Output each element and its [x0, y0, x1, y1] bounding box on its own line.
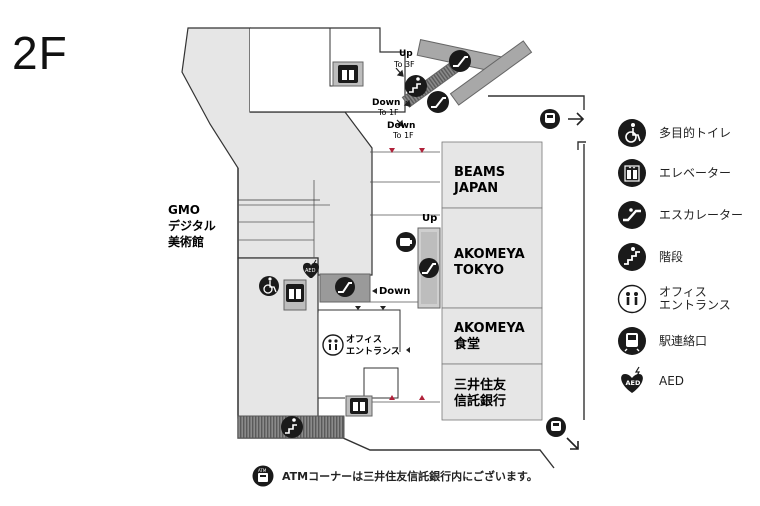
legend-label-elevator: エレベーター — [659, 165, 732, 180]
east-bracket — [577, 141, 586, 150]
footnote: ATM ATMコーナーは三井住友信託銀行内にございます。 — [252, 465, 538, 487]
legend-item-office-entrance: オフィス エントランス — [617, 284, 731, 314]
down-to-1f-b-label-line2: To 1F — [392, 131, 414, 140]
store-mitsui — [441, 363, 543, 421]
gmo-label-line2: デジタル — [168, 218, 216, 233]
legend-label-wheelchair: 多目的トイレ — [659, 125, 732, 140]
inner-door-markers — [355, 306, 410, 353]
store-akomeya-tokyo — [441, 207, 543, 309]
legend-item-wheelchair: 多目的トイレ — [617, 118, 731, 148]
door-markers — [389, 148, 425, 400]
footnote-text: ATMコーナーは三井住友信託銀行内にございます。 — [282, 470, 538, 483]
office-entrance-label-line2: エントランス — [346, 346, 400, 357]
legend-item-train: 駅連絡口 — [617, 326, 707, 356]
atm-icon-label: ATM — [258, 468, 267, 473]
train-icon — [618, 327, 646, 355]
stairs-icon — [618, 243, 646, 271]
elevator-icon — [618, 159, 646, 187]
store-akomeya-shokudo — [441, 307, 543, 365]
akomeya-shokudo-label-line1: AKOMEYA — [454, 321, 525, 336]
elevator-south-icon — [350, 398, 368, 414]
beams-label-line1: BEAMS — [454, 165, 505, 180]
building-outline-east — [488, 95, 585, 110]
up-label: Up — [422, 213, 437, 224]
north-room — [250, 27, 406, 113]
corridor-lines — [238, 151, 440, 403]
store-beams — [441, 141, 543, 209]
legend-item-elevator: エレベーター — [617, 158, 731, 188]
akomeya-tokyo-label-line1: AKOMEYA — [454, 247, 525, 262]
legend-item-aed: AED AED — [617, 366, 684, 396]
akomeya-shokudo-label-line2: 食堂 — [454, 336, 480, 352]
legend-item-stairs: 階段 — [617, 242, 683, 272]
down-label: Down — [379, 286, 411, 297]
down-to-1f-b-label-line1: Down — [387, 121, 415, 131]
wheelchair-map-icon — [259, 276, 279, 296]
aed-map-icon — [303, 259, 319, 278]
svg-text:AED: AED — [626, 379, 641, 387]
legend-label-train: 駅連絡口 — [659, 333, 708, 348]
atm-icon: ATM — [252, 465, 274, 487]
aed-map-label: AED — [305, 268, 316, 274]
train-icon-northeast — [540, 109, 560, 129]
office-entrance-room — [317, 309, 401, 399]
down-arrow-marker — [372, 288, 377, 294]
floor-label: 2F — [12, 27, 68, 79]
gmo-label-line1: GMO — [168, 203, 200, 217]
train-icon-southeast — [546, 417, 566, 437]
battery-icon — [396, 232, 416, 252]
top-escalators — [401, 39, 533, 108]
down-to-1f-a-label-line2: To 1F — [377, 108, 399, 117]
office-entrance-icon — [617, 284, 647, 314]
legend-label-stairs: 階段 — [659, 249, 684, 264]
arrow-down-right-icon — [566, 437, 579, 450]
aed-icon: AED — [621, 366, 643, 393]
stairs-south-icon — [281, 416, 303, 438]
escalator-icon — [618, 201, 646, 229]
akomeya-tokyo-label-line2: TOKYO — [454, 263, 504, 278]
legend-label-escalator: エスカレーター — [659, 207, 744, 222]
office-entrance-label-line1: オフィス — [346, 334, 382, 345]
escalator-central-icon — [419, 258, 439, 278]
legend-label-aed: AED — [659, 373, 685, 388]
mitsui-label-line1: 三井住友 — [454, 377, 506, 393]
escalator-west-icon — [335, 277, 355, 297]
stairs-top-icon — [405, 75, 427, 97]
wheelchair-icon — [618, 119, 646, 147]
escalator-top-icon — [449, 50, 471, 72]
gmo-label-line3: 美術館 — [168, 234, 204, 249]
office-entrance-map-icon — [322, 334, 344, 356]
down-to-1f-a-label-line1: Down — [372, 98, 400, 108]
elevator-north-icon — [338, 65, 358, 83]
building-outline — [237, 168, 555, 469]
legend-label-office-entrance: オフィス エントランス — [659, 285, 731, 312]
beams-label-line2: JAPAN — [453, 181, 498, 196]
elevator-west-icon — [286, 284, 304, 302]
arrow-right-icon — [568, 112, 585, 126]
legend-item-escalator: エスカレーター — [617, 200, 743, 230]
up-to-3f-label-line2: To 3F — [393, 60, 415, 69]
escalator-top2-icon — [427, 91, 449, 113]
up-to-3f-label-line1: Up — [399, 49, 413, 59]
mitsui-label-line2: 信託銀行 — [454, 393, 506, 409]
escalator-arrows — [395, 67, 411, 127]
